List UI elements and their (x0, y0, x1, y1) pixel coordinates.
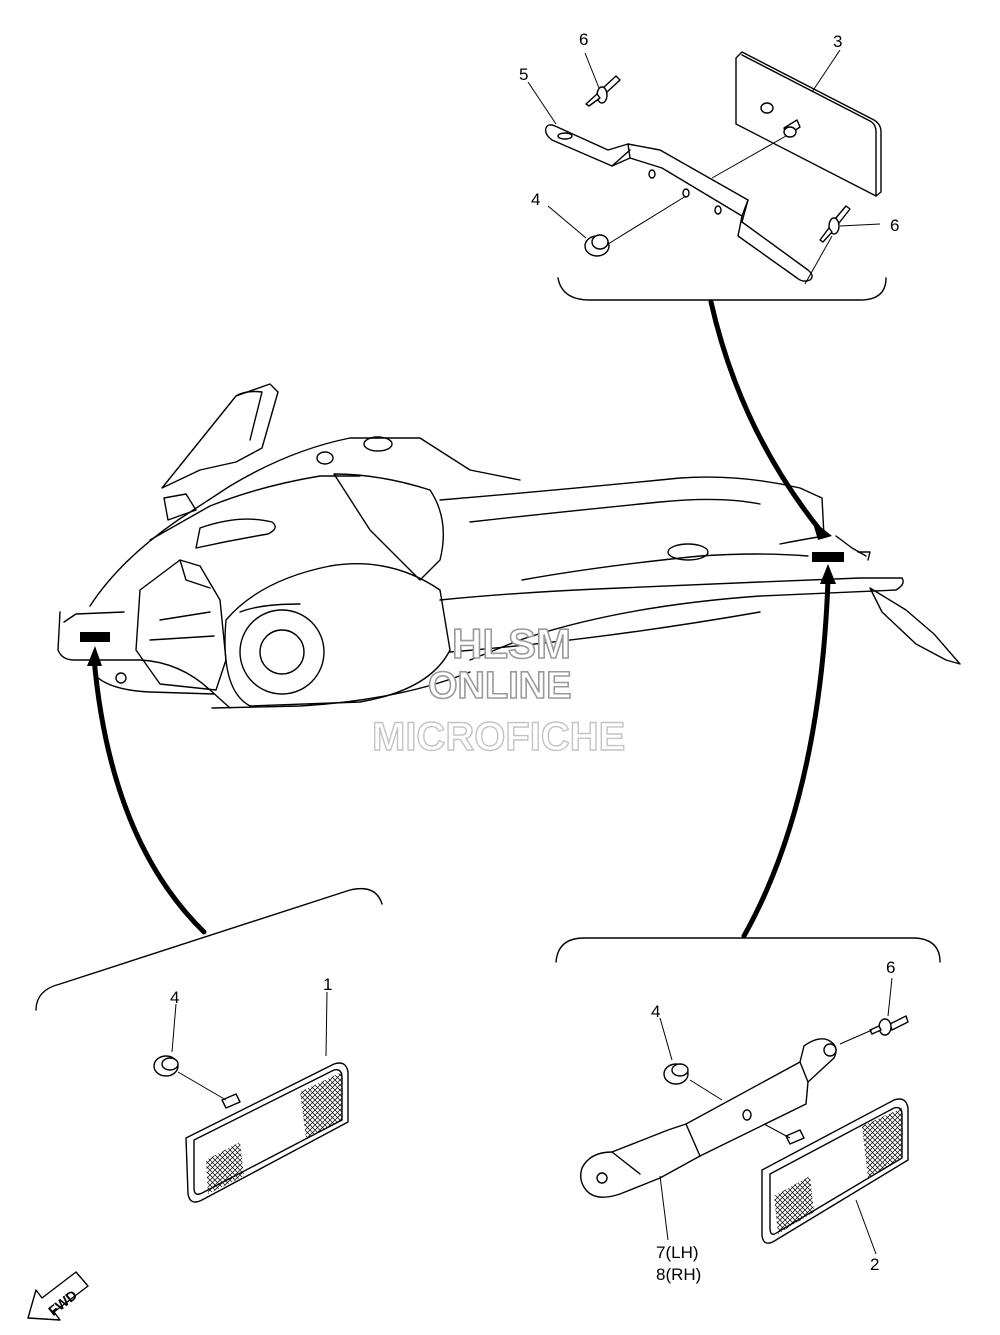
rivet-part-6-lower (819, 205, 851, 243)
watermark-line3: MICROFICHE (372, 715, 625, 759)
callout-5-top: 5 (519, 65, 528, 84)
front-detail-group: 4 1 (35, 887, 383, 1203)
plate-part-3 (735, 51, 882, 197)
callout-4-front: 4 (170, 988, 179, 1007)
pointer-top-to-rear (708, 299, 823, 533)
top-detail-bracket-frame (557, 277, 887, 301)
callout-6-top-upper: 6 (579, 30, 588, 49)
plate-studs (760, 102, 801, 138)
snowmobile-outline (57, 383, 961, 709)
callout-4-top: 4 (531, 190, 540, 209)
pointer-front-to-detail (91, 655, 207, 935)
reflector-part-1 (185, 1062, 349, 1203)
fwd-arrow-icon: FWD (27, 1271, 89, 1321)
callout-8-rh: 8(RH) (656, 1265, 701, 1284)
callout-4-rear: 4 (651, 1002, 660, 1021)
watermark-line2: ONLINE (428, 665, 572, 707)
watermark: HLSM ONLINE MICROFICHE (371, 619, 626, 760)
callout-7-lh: 7(LH) (656, 1243, 699, 1262)
bracket-part-5 (544, 124, 813, 282)
nut-part-4-rear (663, 1063, 689, 1085)
pointer-rear-to-detail (741, 577, 831, 939)
reflector-part-2 (761, 1098, 909, 1244)
callout-6-rear: 6 (886, 958, 895, 977)
top-detail-group: 6 5 3 4 6 (519, 30, 899, 301)
watermark-line1: HLSM (452, 620, 571, 667)
callout-3-top: 3 (833, 32, 842, 51)
rear-detail-bracket-frame (555, 937, 941, 963)
callout-1-front: 1 (323, 975, 332, 994)
front-reflector-location-mark (80, 632, 110, 642)
rivet-part-6-rear (869, 1015, 909, 1036)
callout-2-rear: 2 (870, 1255, 879, 1274)
callout-6-top-lower: 6 (890, 216, 899, 235)
rivet-part-6-upper (585, 75, 621, 107)
nut-part-4-front (153, 1055, 179, 1077)
nut-part-4-top (584, 234, 610, 257)
front-detail-bracket-frame (35, 887, 383, 1011)
rear-reflector-location-mark (812, 552, 844, 562)
rear-detail-group: 4 6 7(LH) 8(RH) 2 (555, 937, 941, 1284)
